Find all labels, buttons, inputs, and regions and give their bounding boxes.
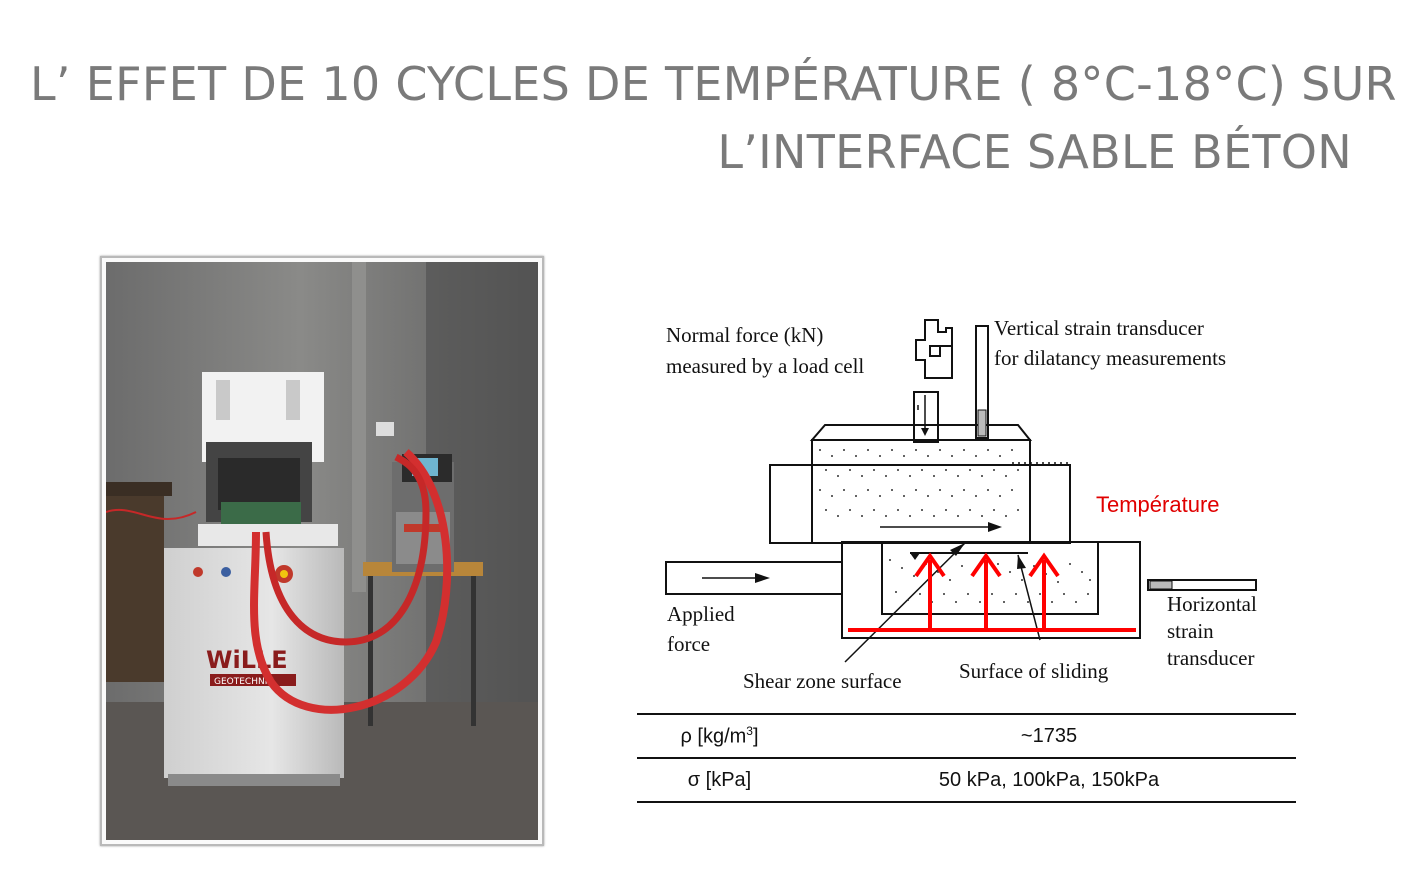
temperature-label: Température [1096, 492, 1220, 517]
shear-zone-label: Shear zone surface [743, 669, 902, 693]
table-cell-property: σ [kPa] [637, 758, 802, 802]
properties-table: ρ [kg/m3] ~1735 σ [kPa] 50 kPa, 100kPa, … [637, 713, 1296, 803]
table-cell-value: ~1735 [802, 714, 1296, 758]
table-row: ρ [kg/m3] ~1735 [637, 714, 1296, 758]
table-cell-value: 50 kPa, 100kPa, 150kPa [802, 758, 1296, 802]
sliding-surface-label: Surface of sliding [959, 659, 1109, 683]
title-line-1: L’ EFFET DE 10 CYCLES DE TEMPÉRATURE ( 8… [30, 50, 1352, 118]
vertical-transducer-label-2: for dilatancy measurements [994, 346, 1226, 370]
table-cell-property: ρ [kg/m3] [637, 714, 802, 758]
applied-force-label-1: Applied [667, 602, 735, 626]
shear-machine-illustration: WiLLE GEOTECHNIK [106, 262, 538, 840]
normal-force-label-1: Normal force (kN) [666, 323, 823, 347]
horizontal-transducer-label-2: strain [1167, 619, 1214, 643]
horizontal-transducer-label-3: transducer [1167, 646, 1254, 670]
brand-logo: WiLLE [206, 646, 288, 674]
table-row: σ [kPa] 50 kPa, 100kPa, 150kPa [637, 758, 1296, 802]
normal-force-label-2: measured by a load cell [666, 354, 864, 378]
horizontal-transducer-label-1: Horizontal [1167, 592, 1257, 616]
direct-shear-diagram: Normal force (kN) measured by a load cel… [620, 260, 1320, 710]
shear-machine-photo: WiLLE GEOTECHNIK [100, 256, 544, 846]
vertical-transducer-label-1: Vertical strain transducer [994, 316, 1204, 340]
title-line-2: L’INTERFACE SABLE BÉTON [30, 118, 1352, 186]
slide-title: L’ EFFET DE 10 CYCLES DE TEMPÉRATURE ( 8… [30, 50, 1352, 186]
applied-force-label-2: force [667, 632, 710, 656]
